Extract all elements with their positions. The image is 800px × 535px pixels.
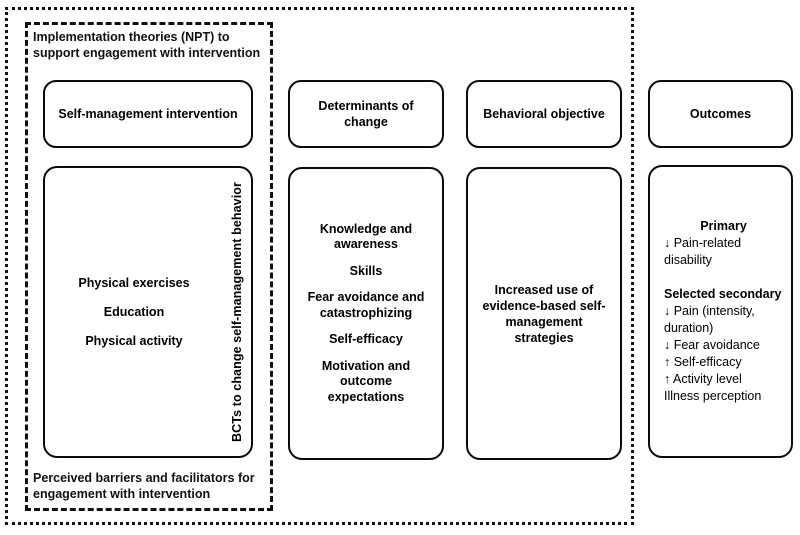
objective-body: Increased use of evidence-based self- ma… xyxy=(482,282,606,345)
barriers-scope-label: Perceived barriers and facilitators for … xyxy=(33,471,255,501)
outcomes-secondary-title: Selected secondary xyxy=(664,287,782,301)
intervention-item-2: Education xyxy=(103,305,165,319)
header-box-intervention: Self-management intervention xyxy=(43,80,253,148)
implementation-scope-boundary xyxy=(25,22,273,511)
determinants-items: Knowledge and awareness Skills Fear avoi… xyxy=(290,211,442,417)
outcomes-primary-item-2: disability xyxy=(664,253,712,267)
intervention-item-3: Physical activity xyxy=(85,334,183,348)
bcts-vertical-label: BCTs to change self-management behavior xyxy=(230,182,244,442)
header-box-objective: Behavioral objective xyxy=(466,80,622,148)
determinant-item-2: Skills xyxy=(349,263,383,278)
bcts-vertical-label-wrap: BCTs to change self-management behavior xyxy=(227,168,247,456)
outcomes-secondary-item-5: ↑ Activity level xyxy=(664,372,742,386)
header-label-objective: Behavioral objective xyxy=(483,107,605,121)
outcomes-primary-item-1: ↓ Pain-related xyxy=(664,236,742,250)
outer-scope-boundary xyxy=(5,7,634,525)
determinant-item-3: Fear avoidance and catastrophizing xyxy=(307,290,425,320)
content-box-objective: Increased use of evidence-based self- ma… xyxy=(466,167,622,460)
outcomes-group-primary: Primary ↓ Pain-related disability xyxy=(664,218,783,269)
outcomes-secondary-item-6: Illness perception xyxy=(664,389,762,403)
header-label-intervention: Self-management intervention xyxy=(58,107,238,121)
outcomes-secondary-item-3: ↓ Fear avoidance xyxy=(664,338,760,352)
intervention-items: Physical exercises Education Physical ac… xyxy=(45,168,223,456)
outcomes-group-spacer xyxy=(664,269,783,286)
outcomes-secondary-item-1: ↓ Pain (intensity, xyxy=(664,304,755,318)
intervention-item-1: Physical exercises xyxy=(78,276,190,290)
implementation-scope-label: Implementation theories (NPT) to support… xyxy=(33,30,261,60)
header-box-outcomes: Outcomes xyxy=(648,80,793,148)
outcomes-groups: Primary ↓ Pain-related disability Select… xyxy=(664,167,783,456)
outcomes-secondary-item-4: ↑ Self-efficacy xyxy=(664,355,742,369)
outcomes-secondary-item-2: duration) xyxy=(664,321,714,335)
header-box-determinants: Determinants of change xyxy=(288,80,444,148)
determinant-item-5: Motivation and outcome expectations xyxy=(321,358,411,404)
content-box-intervention: Physical exercises Education Physical ac… xyxy=(43,166,253,458)
content-box-determinants: Knowledge and awareness Skills Fear avoi… xyxy=(288,167,444,460)
outcomes-primary-title: Primary xyxy=(700,219,747,233)
content-box-outcomes: Primary ↓ Pain-related disability Select… xyxy=(648,165,793,458)
outcomes-group-secondary: Selected secondary ↓ Pain (intensity, du… xyxy=(664,286,783,405)
header-label-outcomes: Outcomes xyxy=(689,107,752,121)
determinant-item-4: Self-efficacy xyxy=(329,332,403,347)
determinant-item-1: Knowledge and awareness xyxy=(319,221,413,252)
header-label-determinants: Determinants of change xyxy=(318,99,414,129)
